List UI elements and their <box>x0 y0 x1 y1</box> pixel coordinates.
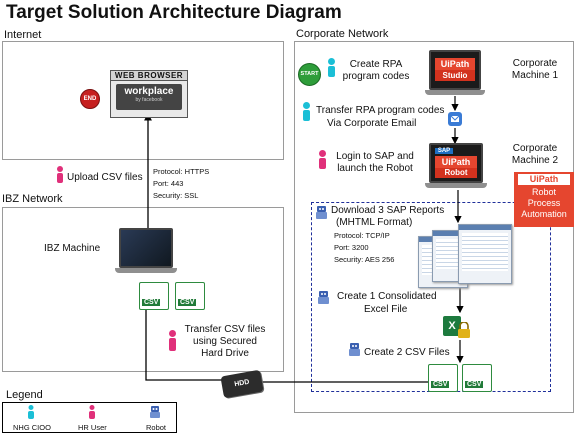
corporate-region-title: Corporate Network <box>296 28 389 40</box>
transfer-hdd-line1: Transfer CSV files <box>184 324 266 335</box>
ibz-region-title: IBZ Network <box>2 193 63 205</box>
consolidate-line2: Excel File <box>364 304 408 315</box>
laptop-icon: SAP UiPath Robot <box>425 143 487 191</box>
workplace-sub: by facebook <box>135 97 163 103</box>
csv-file-icon: CSV <box>428 364 458 392</box>
ibz-machine-label: IBZ Machine <box>44 243 101 254</box>
consolidate-line1: Create 1 Consolidated <box>337 291 437 302</box>
laptop-icon: UiPath Studio <box>425 50 485 98</box>
robot-icon <box>149 405 161 419</box>
robot-icon <box>315 205 328 220</box>
legend-title: Legend <box>6 389 43 401</box>
sap-report-icon <box>458 224 512 284</box>
hdd-to-ibz-arrow <box>142 288 225 381</box>
machine1-line2: Machine 1 <box>511 70 559 81</box>
uipath-logo: UiPath <box>435 156 477 168</box>
robot-label: Robot <box>435 168 477 178</box>
login-line1: Login to SAP and <box>336 151 414 162</box>
start-badge: START <box>298 63 321 86</box>
end-badge: END <box>80 89 100 109</box>
user-icon <box>327 58 336 78</box>
robot-icon <box>317 290 330 305</box>
internet-region-title: Internet <box>4 29 42 41</box>
browser-label: WEB BROWSER <box>111 71 187 81</box>
download-line1: Download 3 SAP Reports <box>331 205 445 216</box>
csv-file-icon: CSV <box>139 282 169 310</box>
upload-port: Port: 443 <box>153 179 184 188</box>
transfer-rpa-line1: Transfer RPA program codes <box>316 105 445 116</box>
sap-logo: SAP <box>435 148 453 154</box>
transfer-hdd-line2: using Secured <box>193 336 257 347</box>
studio-label: Studio <box>435 70 475 81</box>
corporate-region <box>294 41 574 413</box>
user-icon <box>56 166 64 184</box>
page-title: Target Solution Architecture Diagram <box>6 2 342 23</box>
upload-protocol: Protocol: HTTPS <box>153 167 210 176</box>
uipath-logo: UiPath <box>435 58 475 70</box>
machine2-line1: Corporate <box>512 143 558 154</box>
upload-security: Security: SSL <box>153 191 199 200</box>
download-security: Security: AES 256 <box>334 255 395 264</box>
login-line2: launch the Robot <box>337 163 413 174</box>
legend-item-nhg-cioo: NHG CIOO <box>13 423 51 432</box>
machine2-line2: Machine 2 <box>511 155 559 166</box>
csv-file-icon: CSV <box>175 282 205 310</box>
rpa-box: UiPath Robot Process Automation <box>514 172 574 227</box>
rpa-line1: Robot <box>531 187 557 197</box>
user-icon <box>302 102 311 122</box>
rpa-box-brand: UiPath <box>518 174 570 185</box>
machine1-line1: Corporate <box>512 58 558 69</box>
transfer-rpa-line2: Via Corporate Email <box>327 118 417 129</box>
user-icon <box>168 330 177 352</box>
user-icon <box>27 405 35 419</box>
user-icon <box>318 150 327 170</box>
user-icon <box>88 405 96 419</box>
create-rpa-line1: Create RPA <box>349 59 403 70</box>
transfer-hdd-line3: Hard Drive <box>201 348 249 359</box>
legend-item-hr-user: HR User <box>78 423 107 432</box>
excel-lock-icon: X <box>443 316 473 340</box>
upload-label: Upload CSV files <box>67 172 143 183</box>
browser-icon: WEB BROWSER workplace by facebook <box>110 70 188 118</box>
laptop-icon <box>115 228 177 280</box>
rpa-line3: Automation <box>521 209 567 219</box>
download-protocol: Protocol: TCP/IP <box>334 231 390 240</box>
email-icon <box>448 112 462 126</box>
rpa-line2: Process <box>527 198 561 208</box>
create-rpa-line2: program codes <box>342 71 410 82</box>
create-csv-label: Create 2 CSV Files <box>364 347 450 358</box>
legend-item-robot: Robot <box>146 423 167 432</box>
workplace-label: workplace <box>124 86 174 97</box>
download-port: Port: 3200 <box>334 243 369 252</box>
csv-file-icon: CSV <box>462 364 492 392</box>
robot-icon <box>348 342 361 357</box>
excel-letter: X <box>443 316 461 336</box>
download-line2: (MHTML Format) <box>336 217 413 228</box>
